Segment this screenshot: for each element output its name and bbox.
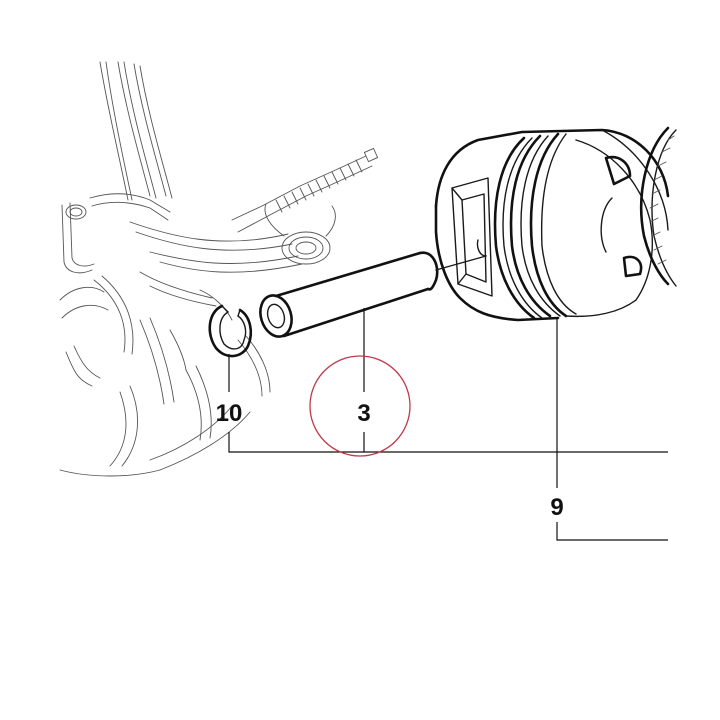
piston-part [434,126,677,322]
leader-lines [228,308,668,541]
callout-label-9[interactable]: 9 [550,494,563,521]
highlight-circle [309,355,411,457]
callout-label-10[interactable]: 10 [216,400,243,427]
leader-9-base [556,522,668,541]
circlip-part [208,304,253,358]
piston-pin-part [259,251,487,338]
leader-10-base [228,432,668,453]
connecting-rod-assembly [59,61,379,477]
callout-label-3[interactable]: 3 [357,400,370,427]
